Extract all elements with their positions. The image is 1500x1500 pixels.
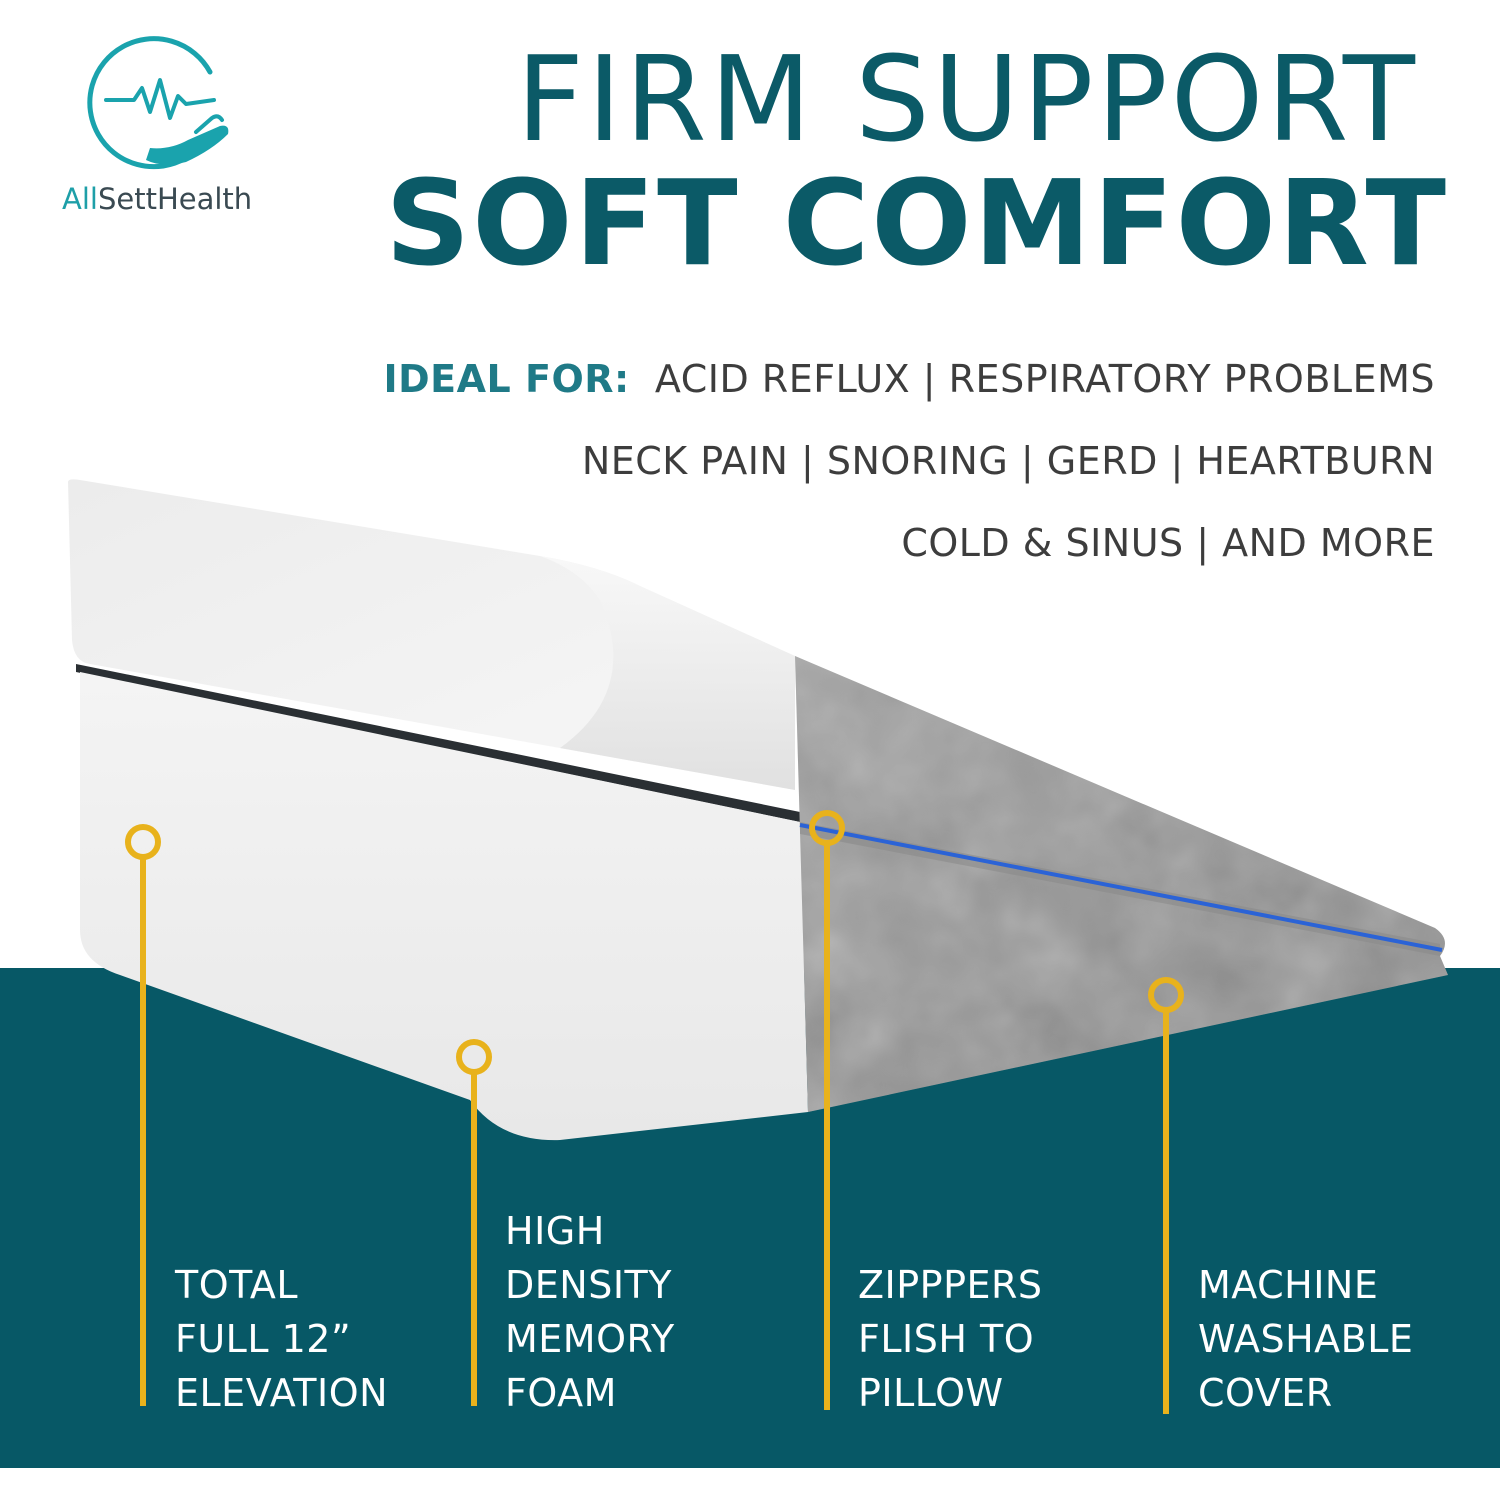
- wedge-top-rim: [540, 556, 795, 790]
- feature-line: DENSITY: [505, 1263, 672, 1307]
- feature-memory-foam: HIGH DENSITY MEMORY FOAM: [505, 1204, 675, 1420]
- feature-line: ZIPPPERS: [858, 1263, 1043, 1307]
- headline-line-1: FIRM SUPPORT: [516, 30, 1418, 168]
- callout-marker-foam: [456, 1039, 492, 1406]
- feature-line: COVER: [1198, 1371, 1333, 1415]
- feature-washable-cover: MACHINE WASHABLE COVER: [1198, 1258, 1413, 1420]
- callout-marker-cover: [1148, 977, 1184, 1414]
- feature-line: WASHABLE: [1198, 1317, 1414, 1361]
- feature-line: MEMORY: [505, 1317, 675, 1361]
- ideal-for-label: IDEAL FOR:: [383, 357, 630, 401]
- heartbeat-hand-logo-icon: [87, 36, 229, 170]
- ideal-for-line-1: IDEAL FOR: ACID REFLUX | RESPIRATORY PRO…: [384, 360, 1436, 398]
- feature-line: MACHINE: [1198, 1263, 1379, 1307]
- ideal-for-line-2: NECK PAIN | SNORING | GERD | HEARTBURN: [581, 439, 1435, 483]
- feature-line: HIGH: [505, 1209, 605, 1253]
- ideal-for-text-1: ACID REFLUX | RESPIRATORY PROBLEMS: [654, 357, 1435, 401]
- feature-line: PILLOW: [858, 1371, 1004, 1415]
- callout-marker-zipper: [809, 810, 845, 1410]
- zipper-line: [799, 823, 1443, 952]
- brand-name-prefix: All: [62, 182, 98, 216]
- feature-line: FULL 12”: [175, 1317, 352, 1361]
- feature-line: FLISH TO: [858, 1317, 1035, 1361]
- bottom-white-strip: [0, 1468, 1500, 1500]
- feature-line: FOAM: [505, 1371, 617, 1415]
- wedge-base-cushion: [80, 672, 808, 1141]
- ideal-for-line-3: COLD & SINUS | AND MORE: [901, 521, 1435, 565]
- feature-elevation: TOTAL FULL 12” ELEVATION: [175, 1258, 388, 1420]
- brand-name: AllSettHealth: [62, 182, 252, 216]
- feature-line: ELEVATION: [175, 1371, 389, 1415]
- brand-name-rest: SettHealth: [97, 182, 253, 216]
- feature-line: TOTAL: [175, 1263, 299, 1307]
- feature-zipper: ZIPPPERS FLISH TO PILLOW: [858, 1258, 1043, 1420]
- cushion-seam: [76, 664, 800, 822]
- headline-line-2: SOFT COMFORT: [385, 154, 1448, 292]
- callout-marker-elevation: [125, 824, 161, 1406]
